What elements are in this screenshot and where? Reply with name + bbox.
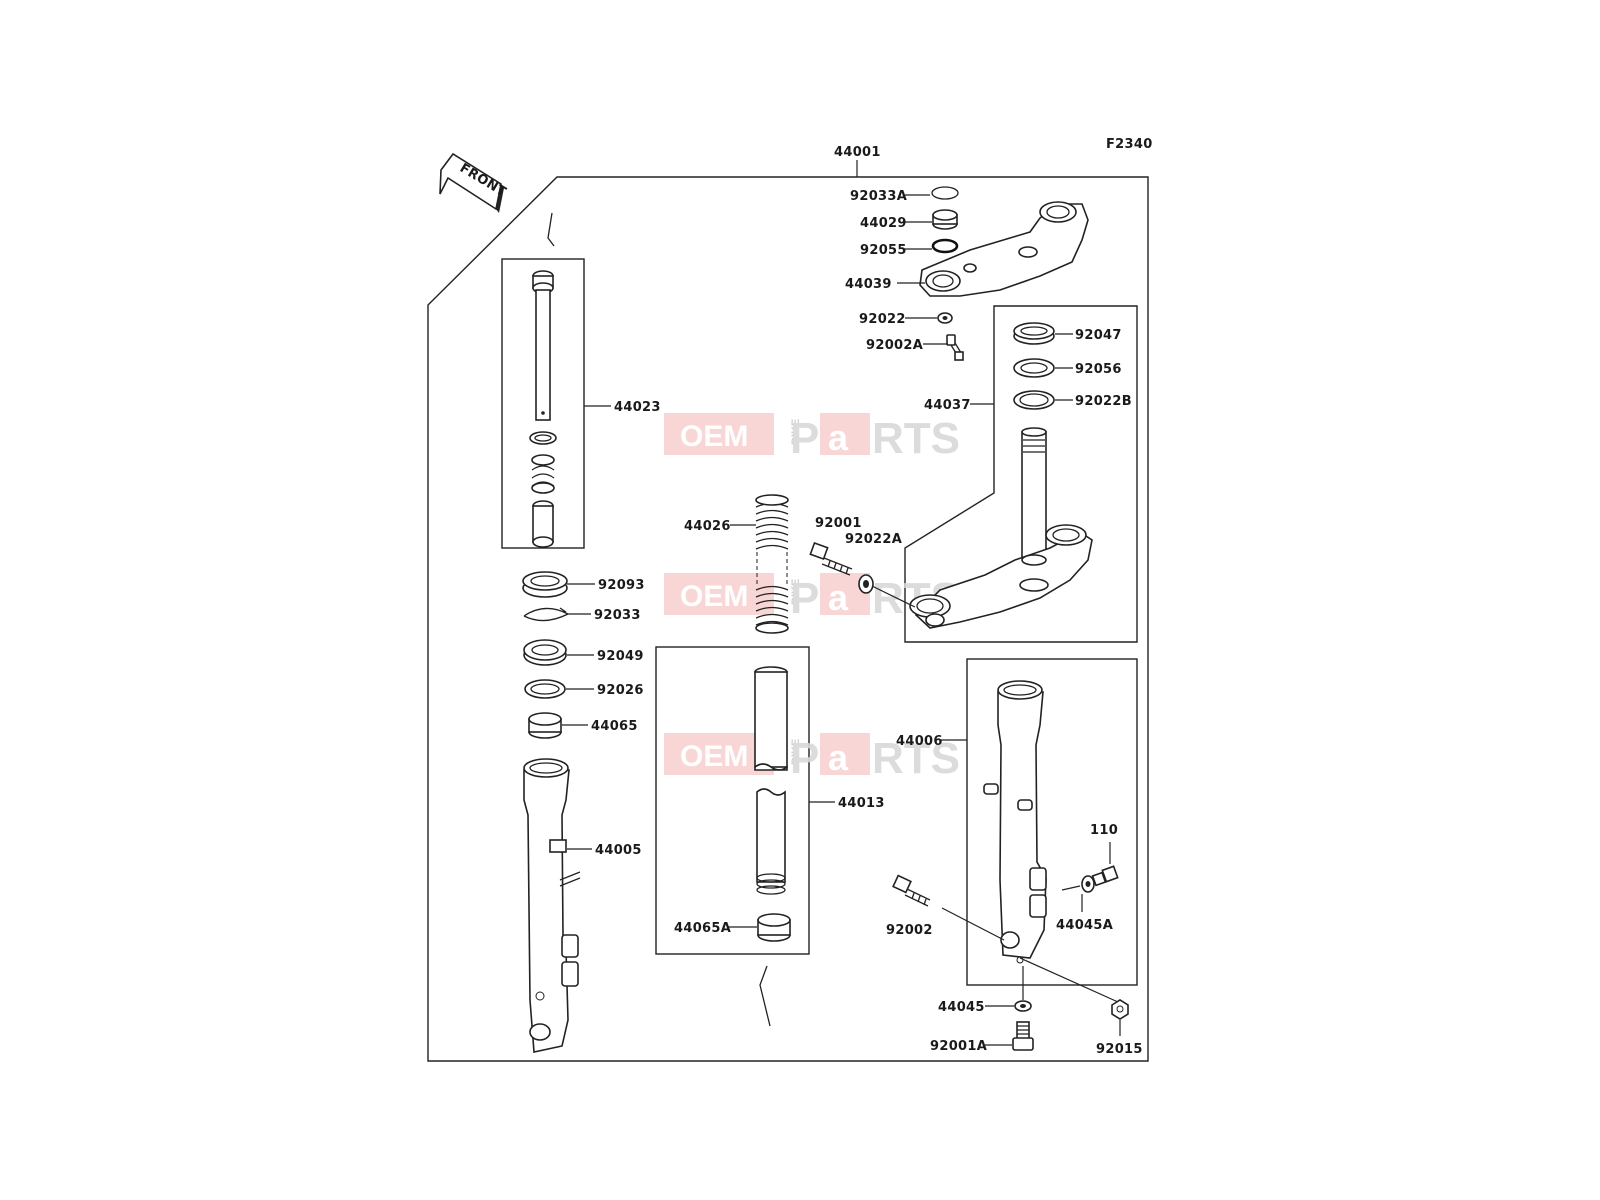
svg-text:a: a [828,577,849,618]
bushing-44065a-icon [757,913,791,942]
svg-text:P: P [790,734,819,783]
label-44001: 44001 [834,145,881,160]
svg-text:OEM: OEM [680,740,748,773]
break-mark-top [547,212,555,247]
svg-text:BIKE: BIKE [790,419,802,445]
label-92033: 92033 [594,608,641,623]
svg-text:BIKE: BIKE [790,739,802,765]
clip-92033-icon [523,607,569,622]
subframe-44037 [904,305,1138,643]
label-92022a: 92022A [845,532,902,547]
label-110: 110 [1090,823,1118,838]
spring-44026-icon [755,494,789,634]
outer-tube-44006-icon [983,680,1047,964]
dust-seal-92093-icon [522,571,568,598]
leader-lines [562,160,1121,1046]
bolt-92002-icon [892,874,931,907]
leader-92022a-to-stem [871,585,916,608]
leader-92015 [1019,957,1119,1003]
label-92022b: 92022B [1075,394,1132,409]
nut-92015-icon [1111,999,1129,1020]
label-44013: 44013 [838,796,885,811]
cap-44029-icon [932,209,958,230]
svg-text:BIKE: BIKE [790,579,802,605]
subframe-44023 [501,258,585,549]
label-44039: 44039 [845,277,892,292]
bearing-92056-icon [1013,358,1055,378]
label-44045a: 44045A [1056,918,1113,933]
label-92033a: 92033A [850,189,907,204]
bolt-92002a-icon [946,334,964,361]
washer-92022-icon [937,312,953,324]
break-mark-bottom [759,965,771,1027]
label-44026: 44026 [684,519,731,534]
circlip-92033a-icon [931,186,959,200]
label-92049: 92049 [597,649,644,664]
front-arrow-icon: FRONT [439,152,509,213]
svg-text:a: a [828,737,849,778]
label-44023: 44023 [614,400,661,415]
label-44006: 44006 [896,734,943,749]
label-44037: 44037 [924,398,971,413]
label-92026: 92026 [597,683,644,698]
stem-44037-icon [909,427,1093,629]
oil-seal-92049-icon [523,639,567,666]
label-92093: 92093 [598,578,645,593]
label-92055: 92055 [860,243,907,258]
leader-92002-to-tube [941,907,1005,941]
washer-44045-icon [1014,1000,1032,1012]
washer-92022a-icon [858,574,874,594]
label-92002: 92002 [886,923,933,938]
bushing-44065-icon [528,712,562,739]
label-44045: 44045 [938,1000,985,1015]
label-92002a: 92002A [866,338,923,353]
svg-text:RTS: RTS [872,414,960,463]
seal-92047-icon [1013,322,1055,345]
svg-text:OEM: OEM [680,420,748,453]
upper-bracket-44039-icon [919,201,1089,297]
bolt-110-icon [1091,865,1119,887]
label-92015: 92015 [1096,1042,1143,1057]
washer-92026-icon [524,679,566,699]
label-44029: 44029 [860,216,907,231]
outer-tube-44005-icon [523,758,581,1053]
label-92056: 92056 [1075,362,1122,377]
label-92001a: 92001A [930,1039,987,1054]
svg-text:P: P [790,414,819,463]
label-44005: 44005 [595,843,642,858]
label-92022: 92022 [859,312,906,327]
svg-text:a: a [828,417,849,458]
bolt-92001a-icon [1012,1021,1034,1051]
subframe-44006 [966,658,1138,986]
svg-text:P: P [790,574,819,623]
label-92047: 92047 [1075,328,1122,343]
svg-text:RTS: RTS [872,734,960,783]
svg-text:OEM: OEM [680,580,748,613]
bolt-92001-icon [809,541,853,576]
washer-44045a-icon [1081,875,1095,893]
leader-44045a [1061,885,1081,891]
label-92001: 92001 [815,516,862,531]
washer-92022b-icon [1013,390,1055,410]
subframe-44013 [655,646,810,955]
label-44065: 44065 [591,719,638,734]
assembly-frame [427,176,1149,1062]
o-ring-92055-icon [931,238,959,254]
inner-tube-44013-icon [754,666,788,895]
figure-code: F2340 [1106,137,1153,152]
damper-44023-icon [529,270,557,548]
label-44065a: 44065A [674,921,731,936]
